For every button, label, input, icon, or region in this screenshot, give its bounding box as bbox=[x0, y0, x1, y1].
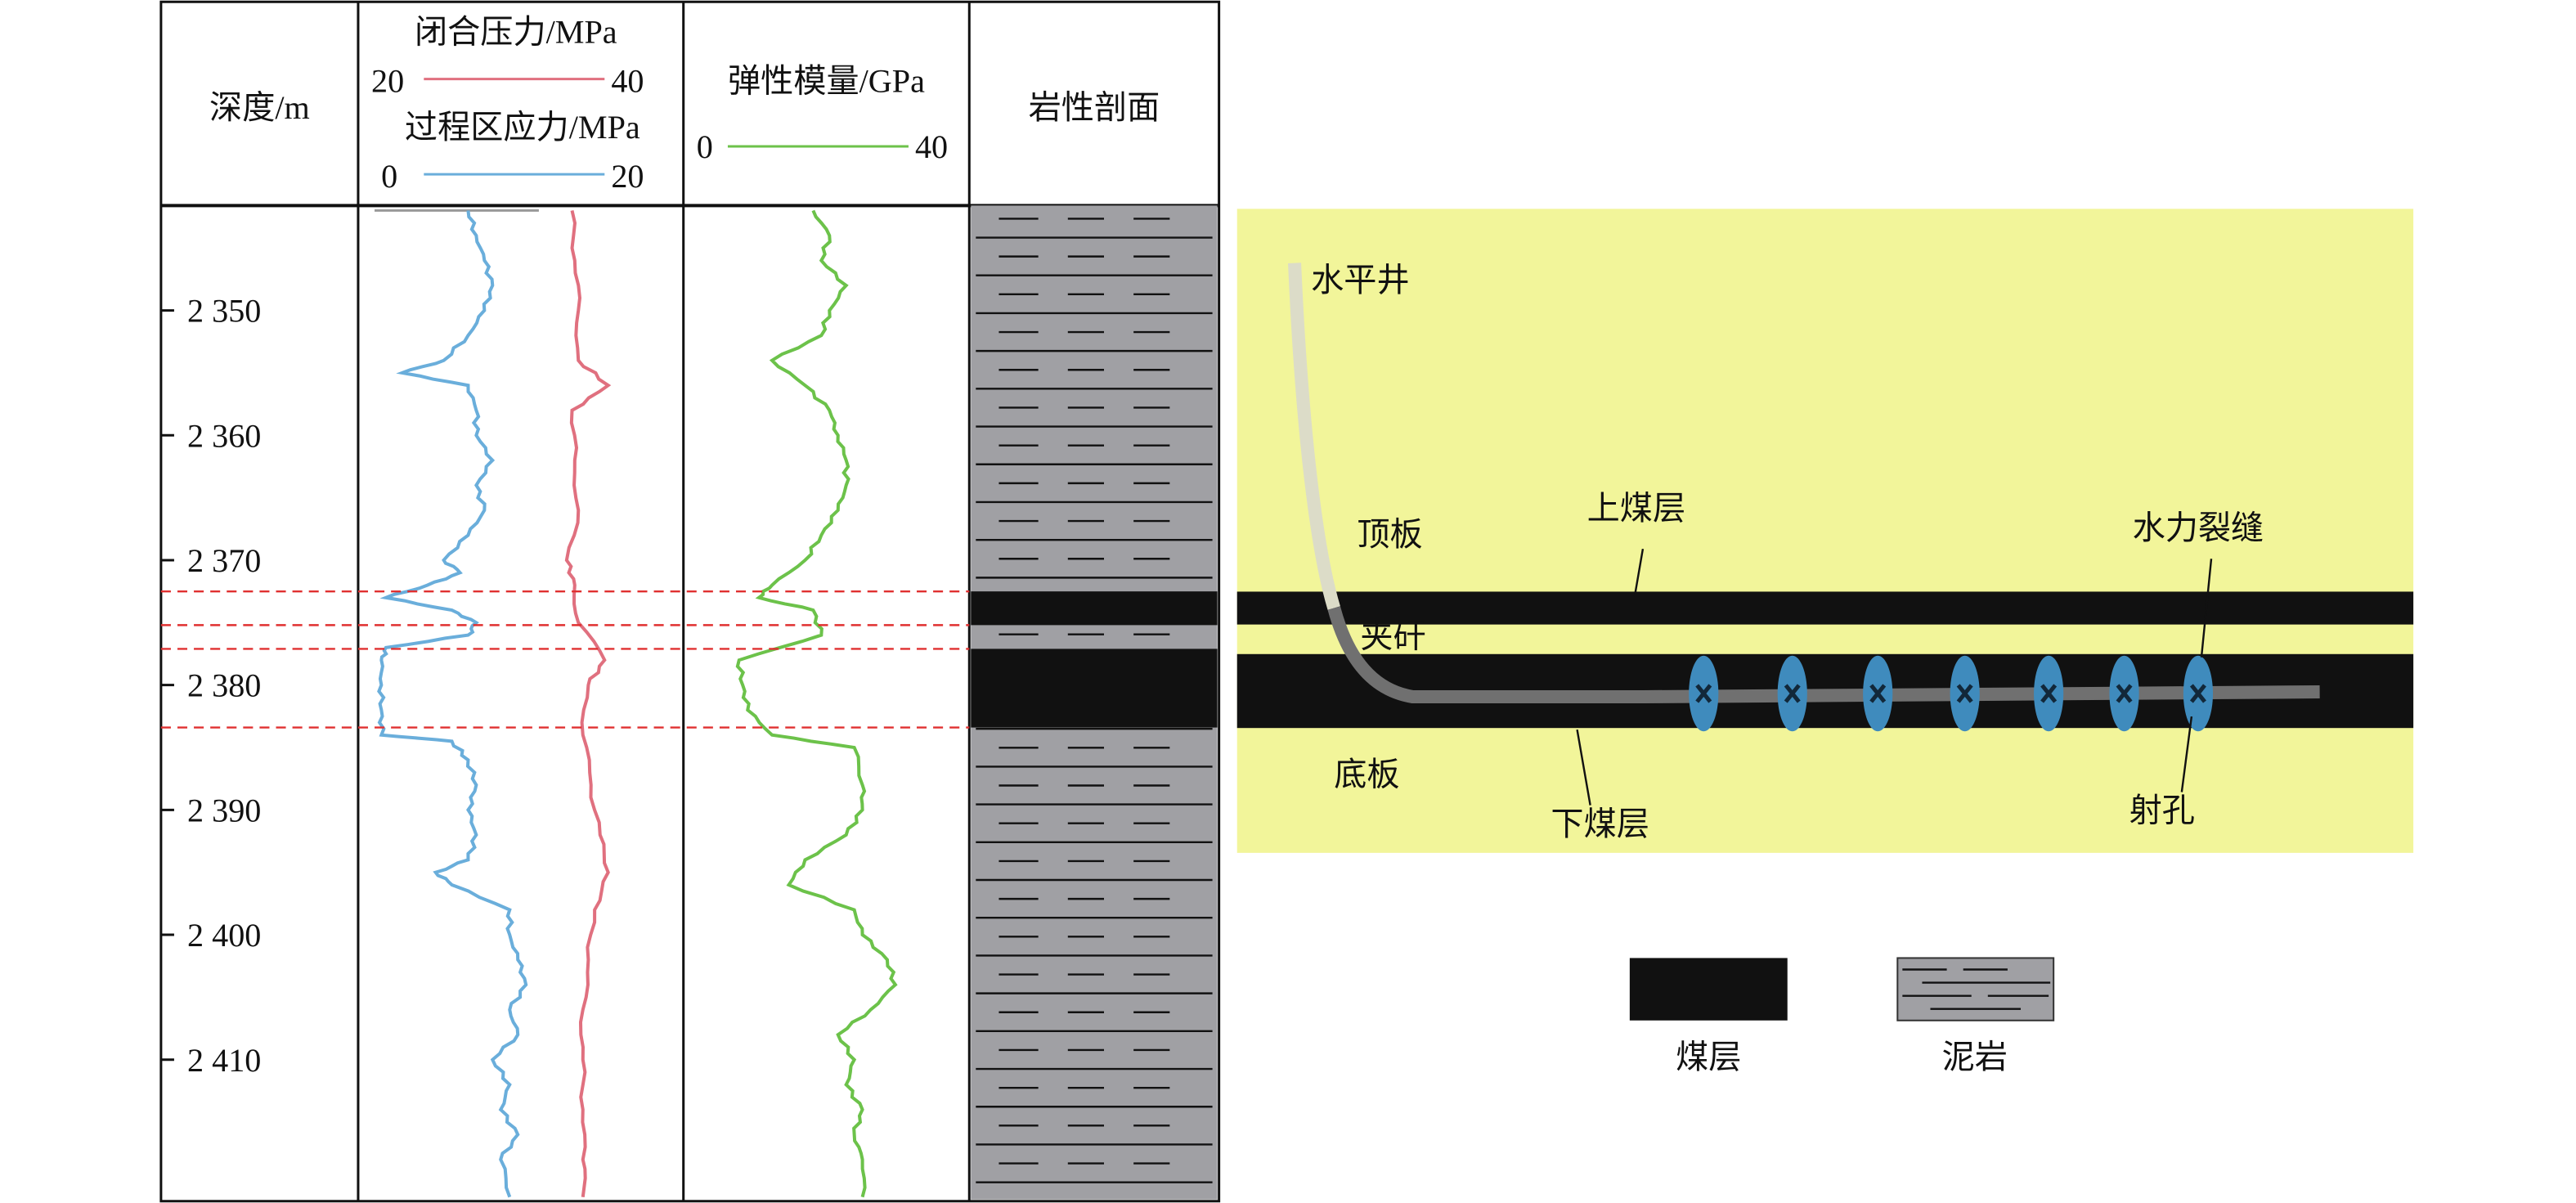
modulus-min: 0 bbox=[697, 128, 713, 165]
depth-header: 深度/m bbox=[209, 89, 310, 126]
label-floor: 底板 bbox=[1334, 756, 1399, 793]
well-vertical bbox=[1288, 263, 1340, 610]
legend-mudstone-label: 泥岩 bbox=[1942, 1039, 2008, 1075]
legend-mudstone-swatch bbox=[1896, 957, 2055, 1021]
perforations bbox=[1689, 655, 2214, 732]
perforation-x-icon bbox=[2189, 684, 2206, 703]
label-well: 水平井 bbox=[1311, 262, 1409, 299]
closure-pressure-curve bbox=[564, 210, 612, 1197]
depth-tick-label: 2 380 bbox=[187, 667, 261, 704]
depth-tick-label: 2 410 bbox=[187, 1042, 261, 1079]
depth-tick-label: 2 360 bbox=[187, 417, 261, 454]
label-upper-coal: 上煤层 bbox=[1587, 490, 1685, 527]
leader-lower-coal bbox=[1576, 729, 1591, 806]
legend-coal-label: 煤层 bbox=[1676, 1039, 1741, 1075]
closure-min: 20 bbox=[371, 63, 404, 100]
process-header: 过程区应力/MPa bbox=[405, 109, 640, 146]
elastic-modulus-curve bbox=[735, 209, 898, 1198]
label-parting: 夹矸 bbox=[1360, 618, 1425, 655]
depth-tick-label: 2 350 bbox=[187, 293, 261, 330]
label-roof: 顶板 bbox=[1357, 516, 1422, 553]
process-max: 20 bbox=[611, 158, 644, 195]
process-zone-stress-curve bbox=[377, 210, 528, 1198]
upper-coal-seam bbox=[1236, 591, 2414, 625]
leader-upper-coal bbox=[1633, 549, 1645, 597]
coal-layer bbox=[971, 649, 1218, 728]
leader-fracture bbox=[2200, 559, 2213, 658]
perforation-x-icon bbox=[2116, 684, 2133, 703]
perforation-x-icon bbox=[1869, 684, 1887, 703]
depth-axis: 2 350 2 360 2 370 2 380 2 390 2 400 2 410 bbox=[160, 293, 261, 1079]
schematic: 水平井 顶板 上煤层 水力裂缝 夹矸 底板 下煤层 射孔 bbox=[1236, 209, 2414, 853]
lithology-header: 岩性剖面 bbox=[1029, 89, 1160, 126]
rock-background bbox=[1236, 209, 2414, 853]
lithology-column bbox=[971, 205, 1218, 1200]
depth-tick-label: 2 370 bbox=[187, 542, 261, 579]
log-curves bbox=[377, 209, 898, 1198]
legend-coal-swatch bbox=[1629, 958, 1788, 1021]
depth-tick-label: 2 390 bbox=[187, 792, 261, 828]
label-lower-coal: 下煤层 bbox=[1551, 806, 1649, 842]
legend: 煤层 泥岩 bbox=[1629, 957, 2055, 1075]
perforation-x-icon bbox=[1695, 684, 1712, 703]
coal-layer bbox=[971, 591, 1218, 626]
closure-header: 闭合压力/MPa bbox=[415, 13, 617, 50]
perforation-x-icon bbox=[1956, 684, 1973, 703]
perforation-x-icon bbox=[1784, 684, 1801, 703]
process-min: 0 bbox=[381, 158, 397, 195]
label-perforation: 射孔 bbox=[2129, 792, 2195, 829]
depth-tick-label: 2 400 bbox=[187, 917, 261, 954]
perforation-x-icon bbox=[2040, 684, 2058, 703]
leader-perforation bbox=[2180, 716, 2193, 792]
label-fracture: 水力裂缝 bbox=[2133, 509, 2264, 546]
modulus-header: 弹性模量/GPa bbox=[728, 63, 925, 100]
horizontal-well bbox=[1327, 606, 2320, 704]
coal-boundary-lines bbox=[160, 590, 970, 729]
modulus-max: 40 bbox=[915, 128, 948, 165]
closure-max: 40 bbox=[611, 63, 644, 100]
